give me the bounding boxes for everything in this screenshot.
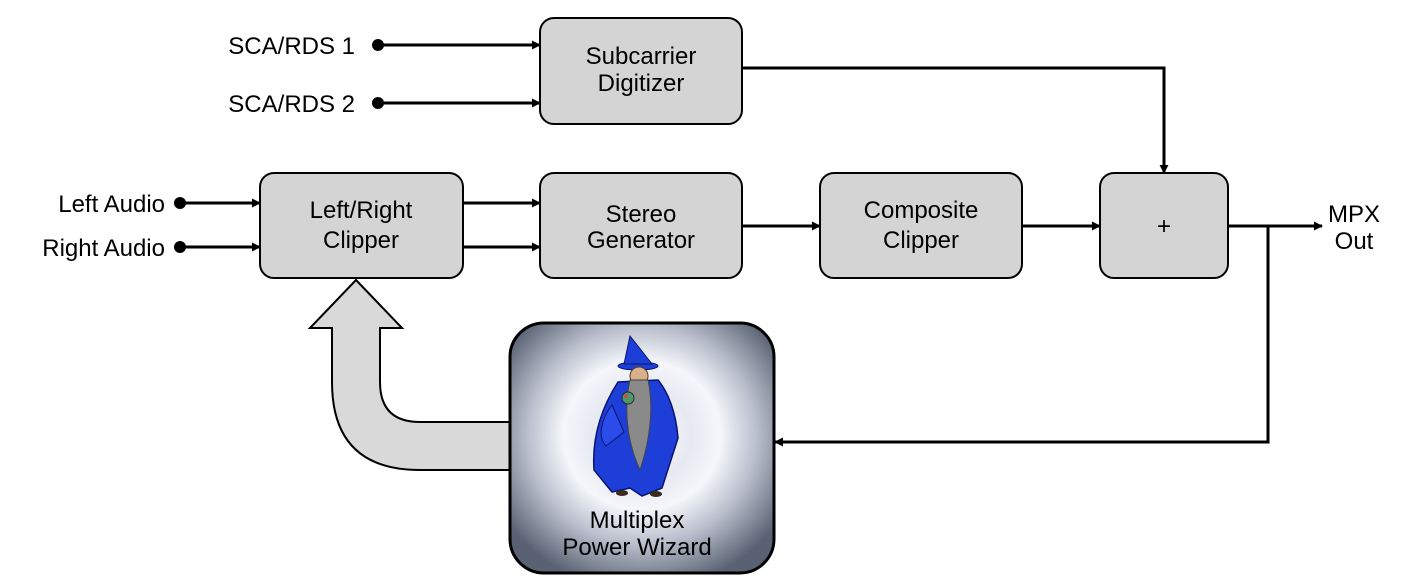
block-stereo-generator: Stereo Generator xyxy=(539,172,743,279)
block-multiplex-power-wizard: Multiplex Power Wizard xyxy=(508,321,776,575)
output-label-line1: MPX xyxy=(1328,201,1380,228)
block-label-composite-line1: Composite xyxy=(864,197,979,224)
connector-feedback-to-wizard xyxy=(774,226,1270,447)
block-label-stereo-line2: Generator xyxy=(587,227,695,254)
block-label-subcarrier-line1: Subcarrier xyxy=(586,43,697,70)
control-arrow xyxy=(307,278,511,471)
connector-subcarrier-sum xyxy=(742,66,1169,174)
input-label-sca2: SCA/RDS 2 xyxy=(228,91,355,118)
block-subcarrier-digitizer: Subcarrier Digitizer xyxy=(539,17,743,125)
block-summer: + xyxy=(1099,172,1229,279)
input-label-sca1: SCA/RDS 1 xyxy=(228,33,355,60)
wizard-figure-icon xyxy=(592,334,679,497)
input-label-left-audio: Left Audio xyxy=(58,191,165,218)
block-label-summer: + xyxy=(1157,213,1171,240)
output-label-line2: Out xyxy=(1335,228,1374,255)
input-label-right-audio: Right Audio xyxy=(42,235,165,262)
wizard-label-line2: Power Wizard xyxy=(562,534,711,561)
block-label-lr-clipper-line2: Clipper xyxy=(323,227,399,254)
block-label-stereo-line1: Stereo xyxy=(606,201,677,228)
block-left-right-clipper: Left/Right Clipper xyxy=(259,172,464,279)
block-label-subcarrier-line2: Digitizer xyxy=(598,70,685,97)
wizard-label-line1: Multiplex xyxy=(590,507,685,534)
block-label-composite-line2: Clipper xyxy=(883,227,959,254)
block-label-lr-clipper-line1: Left/Right xyxy=(310,197,413,224)
signal-connectors xyxy=(463,66,1323,447)
block-composite-clipper: Composite Clipper xyxy=(819,172,1023,279)
input-connectors xyxy=(174,39,541,253)
